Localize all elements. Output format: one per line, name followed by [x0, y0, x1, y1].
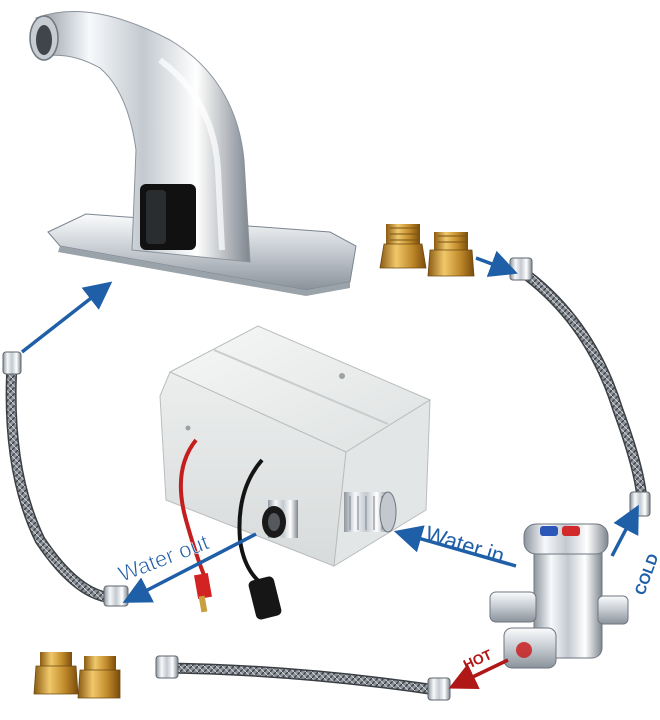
brass-fittings-top: [379, 224, 475, 277]
arrow-to-right-hose: [475, 250, 518, 277]
faucet-body: [35, 11, 251, 263]
dc-plug: [248, 576, 282, 620]
arrow-hot: [448, 658, 509, 690]
hose-nut: [509, 257, 533, 281]
hose-nut: [103, 585, 129, 607]
brass-fitting: [427, 232, 475, 277]
red-connector: [194, 572, 212, 600]
valve-knob-hot-indicator: [562, 526, 580, 536]
label-cold: COLD: [632, 551, 660, 597]
hose-nut: [155, 655, 179, 679]
hose-nut: [2, 351, 22, 375]
black-wire: [237, 458, 264, 586]
hot-inlet-marker: [516, 642, 532, 658]
mixing-valve: [489, 523, 629, 669]
brass-fittings-bottom: [33, 652, 121, 699]
brass-fitting: [77, 656, 121, 699]
arrow-water-in: [393, 525, 517, 568]
hose-nut: [629, 491, 651, 517]
brass-fitting: [33, 652, 79, 695]
arrow-water-out: [122, 532, 257, 603]
hose-bottom: [155, 655, 451, 701]
brass-fitting: [379, 224, 427, 269]
control-box: [159, 325, 432, 620]
inlet-port: [344, 491, 397, 533]
arrow-cold: [610, 504, 639, 557]
faucet: [29, 11, 357, 296]
flow-arrows: [20, 250, 639, 690]
hose-nut: [427, 677, 451, 701]
arrow-to-faucet: [20, 281, 113, 354]
label-water-in: Water in: [423, 521, 508, 569]
hose-left: [2, 351, 129, 607]
valve-knob-cold-indicator: [540, 526, 558, 536]
hose-right: [509, 257, 651, 517]
outlet-port: [262, 500, 298, 538]
